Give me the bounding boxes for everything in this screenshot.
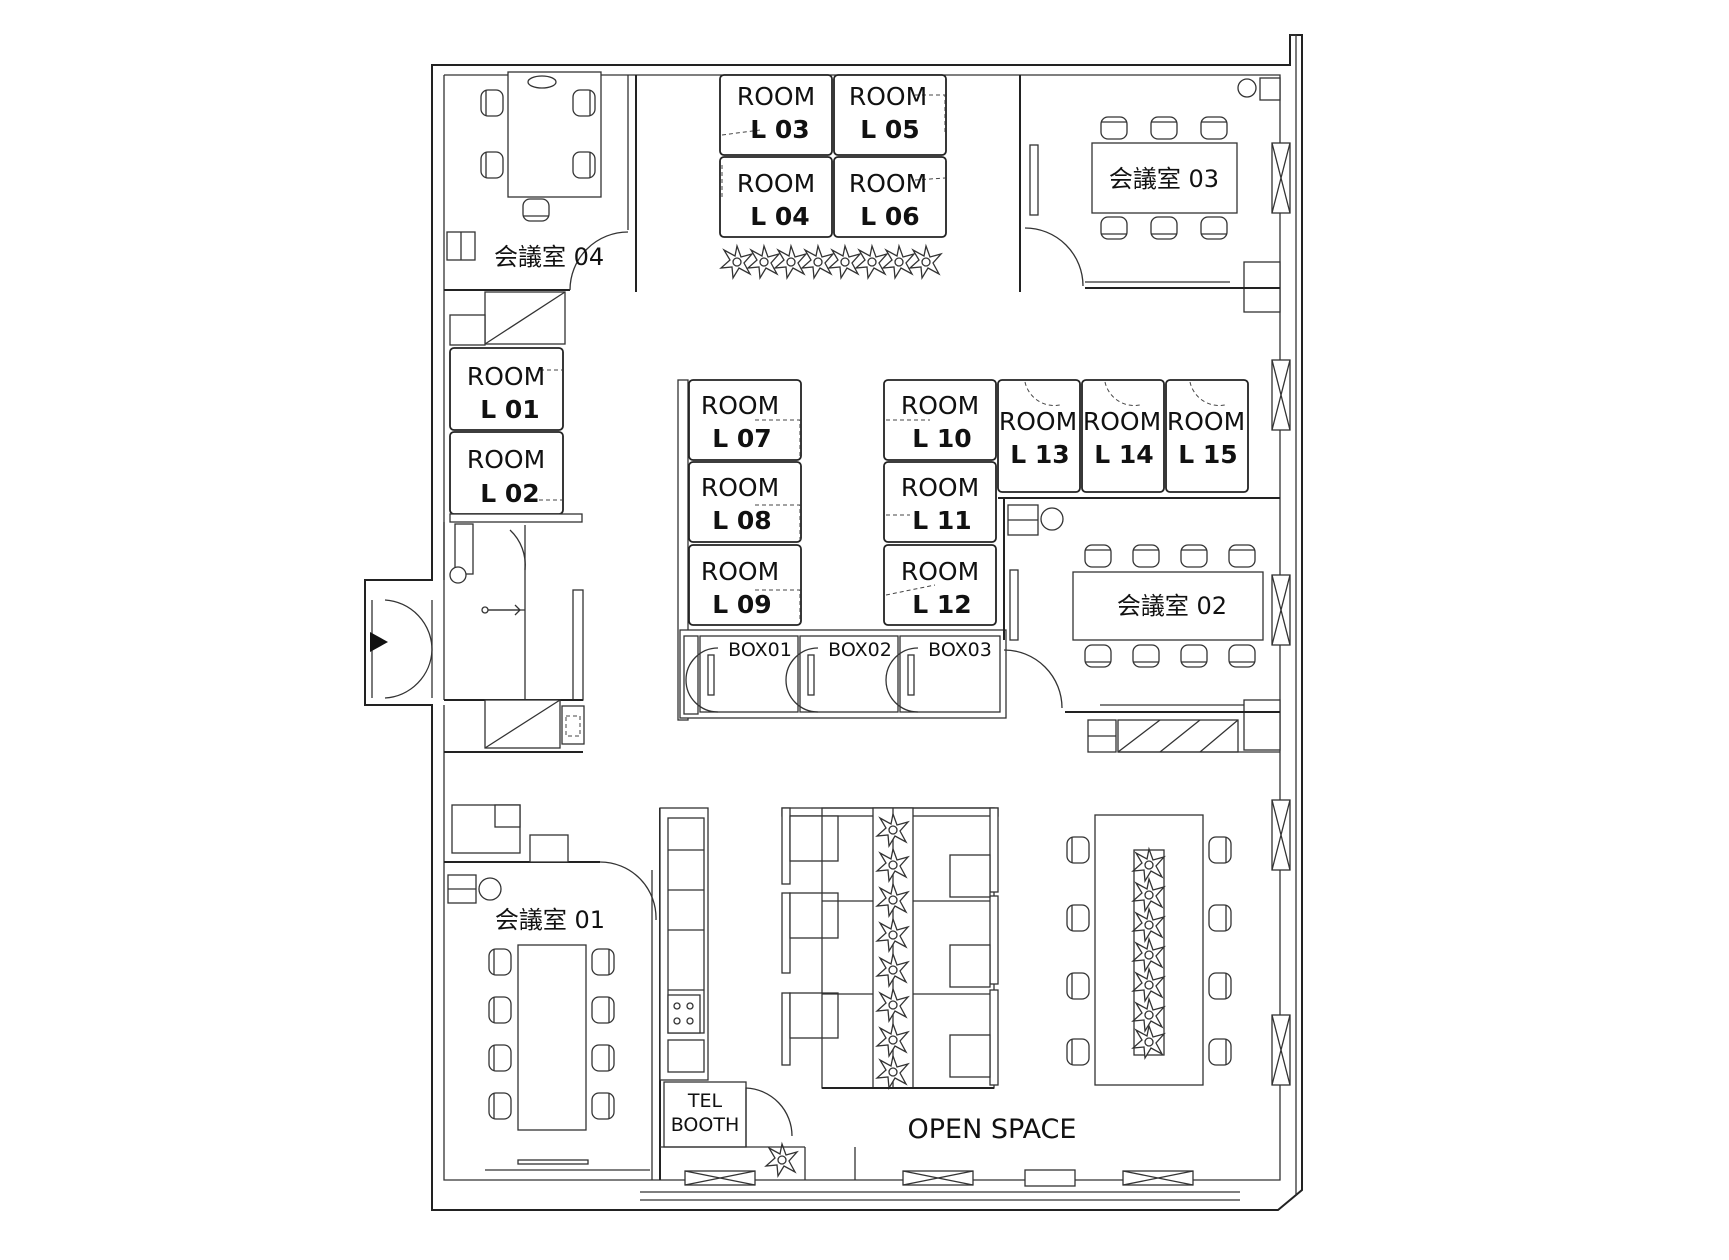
box-cluster: BOX01 BOX02 BOX03	[679, 629, 1007, 719]
svg-text:ROOM: ROOM	[849, 169, 927, 198]
svg-text:L 11: L 11	[912, 506, 971, 535]
svg-text:ROOM: ROOM	[901, 391, 979, 420]
kitchen-counter	[659, 807, 709, 1081]
open-space-table	[1066, 814, 1232, 1086]
svg-text:L 07: L 07	[712, 424, 771, 453]
meeting-room-01-label: 会議室 01	[495, 906, 605, 934]
entrance-arrow-icon	[370, 632, 388, 652]
room-l05[interactable]: ROOM L 05	[833, 74, 947, 156]
tel-booth[interactable]: TEL BOOTH	[663, 1081, 798, 1177]
right-room-cluster: ROOM L 13 ROOM L 14 ROOM L 15	[997, 379, 1280, 499]
svg-text:ROOM: ROOM	[901, 473, 979, 502]
room-l14[interactable]: ROOM L 14	[1081, 379, 1165, 493]
svg-text:ROOM: ROOM	[467, 445, 545, 474]
entrance	[370, 522, 585, 749]
svg-text:TEL: TEL	[687, 1090, 723, 1112]
cooktop-icon	[667, 994, 701, 1034]
svg-text:L 08: L 08	[712, 506, 771, 535]
svg-text:ROOM: ROOM	[849, 82, 927, 111]
svg-text:L 06: L 06	[860, 202, 919, 231]
svg-text:L 14: L 14	[1094, 440, 1153, 469]
svg-text:BOOTH: BOOTH	[671, 1114, 740, 1136]
svg-text:L 03: L 03	[750, 115, 809, 144]
box-01[interactable]: BOX01	[685, 635, 799, 713]
meeting-room-01: 会議室 01	[444, 804, 661, 1180]
svg-text:ROOM: ROOM	[701, 473, 779, 502]
svg-text:BOX02: BOX02	[828, 639, 892, 661]
room-l15[interactable]: ROOM L 15	[1165, 379, 1249, 493]
svg-text:L 15: L 15	[1178, 440, 1237, 469]
room-l13[interactable]: ROOM L 13	[997, 379, 1081, 493]
center-right-cluster: ROOM L 10 ROOM L 11 ROOM L 12	[883, 379, 997, 626]
open-space-desks	[781, 807, 999, 1089]
svg-text:BOX01: BOX01	[728, 639, 792, 661]
room-l07[interactable]: ROOM L 07	[688, 379, 802, 461]
room-l11[interactable]: ROOM L 11	[883, 461, 997, 543]
box-03[interactable]: BOX03	[885, 635, 1001, 713]
room-l10[interactable]: ROOM L 10	[883, 379, 997, 461]
stairs-left	[449, 291, 566, 346]
svg-text:L 13: L 13	[1010, 440, 1069, 469]
svg-text:ROOM: ROOM	[737, 82, 815, 111]
svg-text:BOX03: BOX03	[928, 639, 992, 661]
meeting-room-03: 会議室 03	[1019, 75, 1281, 292]
svg-text:ROOM: ROOM	[1167, 407, 1245, 436]
meeting-room-04-label: 会議室 04	[494, 243, 604, 271]
center-left-cluster: ROOM L 07 ROOM L 08 ROOM L 09	[677, 379, 802, 721]
planter-top	[720, 245, 942, 279]
open-space-label: OPEN SPACE	[908, 1114, 1077, 1145]
meeting-room-04: 会議室 04	[444, 71, 637, 292]
svg-text:ROOM: ROOM	[999, 407, 1077, 436]
room-l03[interactable]: ROOM L 03	[719, 74, 833, 156]
svg-text:L 04: L 04	[750, 202, 809, 231]
svg-text:ROOM: ROOM	[737, 169, 815, 198]
room-l04[interactable]: ROOM L 04	[719, 156, 833, 238]
meeting-room-03-label: 会議室 03	[1109, 165, 1219, 193]
left-room-cluster: ROOM L 01 ROOM L 02	[449, 347, 583, 523]
svg-text:L 02: L 02	[480, 479, 539, 508]
bottom-windows	[640, 1169, 1240, 1201]
room-l06[interactable]: ROOM L 06	[833, 156, 947, 238]
svg-text:ROOM: ROOM	[901, 557, 979, 586]
svg-text:L 10: L 10	[912, 424, 971, 453]
room-l09[interactable]: ROOM L 09	[688, 544, 802, 626]
svg-text:L 01: L 01	[480, 395, 539, 424]
svg-text:L 05: L 05	[860, 115, 919, 144]
box-02[interactable]: BOX02	[785, 635, 899, 713]
svg-text:ROOM: ROOM	[1083, 407, 1161, 436]
outer-walls	[364, 34, 1303, 1211]
svg-text:ROOM: ROOM	[467, 362, 545, 391]
meeting-room-02-label: 会議室 02	[1117, 592, 1227, 620]
svg-text:ROOM: ROOM	[701, 557, 779, 586]
room-l08[interactable]: ROOM L 08	[688, 461, 802, 543]
svg-text:L 09: L 09	[712, 590, 771, 619]
meeting-room-02: 会議室 02	[1003, 498, 1280, 753]
room-l02[interactable]: ROOM L 02	[449, 431, 564, 515]
room-l12[interactable]: ROOM L 12	[883, 544, 997, 626]
svg-text:ROOM: ROOM	[701, 391, 779, 420]
room-l01[interactable]: ROOM L 01	[449, 347, 564, 431]
svg-text:L 12: L 12	[912, 590, 971, 619]
top-room-cluster: ROOM L 03 ROOM L 05 ROOM L 04 ROOM L 06	[719, 74, 947, 279]
